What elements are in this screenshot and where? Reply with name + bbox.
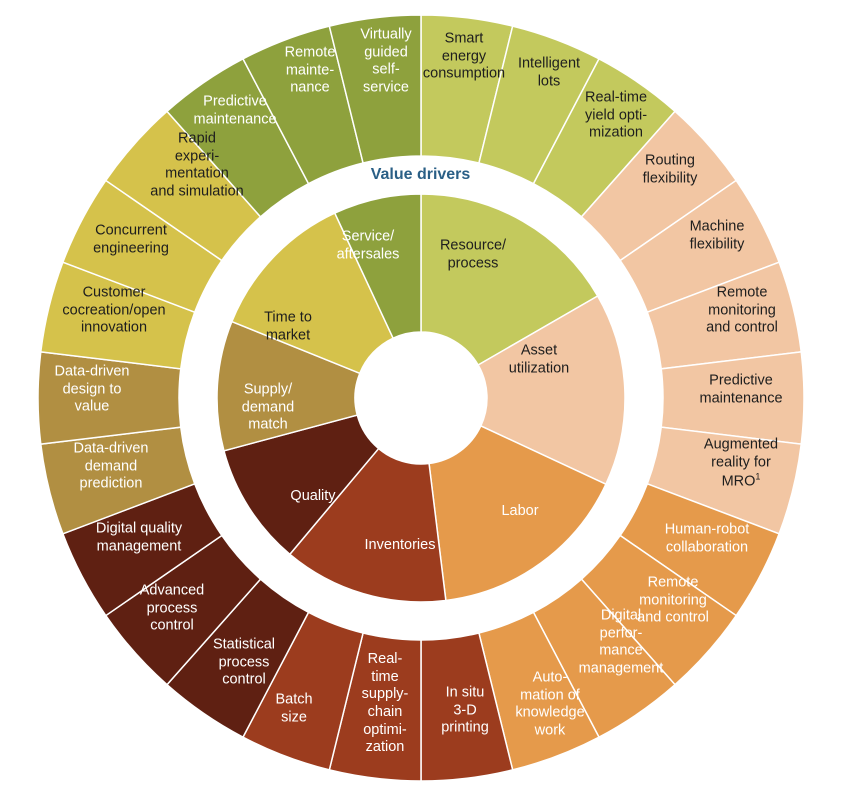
outer-label-digital-quality-management: Digital quality management bbox=[96, 520, 182, 555]
outer-label-remote-mainte-nance: Remote mainte- nance bbox=[285, 44, 336, 97]
outer-label-rapid-experi-mentation-and-simulation: Rapid experi- mentation and simulation bbox=[150, 131, 244, 202]
inner-label-supply: Supply/ demand match bbox=[242, 381, 294, 434]
outer-label-digital-perfor-mance-management: Digital perfor- mance management bbox=[579, 608, 664, 679]
inner-label-resource: Resource/ process bbox=[440, 237, 506, 272]
outer-label-real-time-supply-chain-optimi-zation: Real- time supply- chain optimi- zation bbox=[362, 651, 409, 757]
outer-label-remote-monitoring-and-control: Remote monitoring and control bbox=[637, 574, 709, 627]
outer-label-advanced-process-control-text: Advanced process control bbox=[139, 582, 205, 634]
inner-label-service-text: Service/ aftersales bbox=[336, 228, 400, 262]
outer-label-auto-mation-of-knowledge-work: Auto- mation of knowledge work bbox=[515, 670, 584, 741]
outer-label-intelligent-lots: Intelligent lots bbox=[518, 55, 580, 90]
inner-label-inventories-text: Inventories bbox=[364, 537, 436, 554]
inner-label-labor-text: Labor bbox=[501, 503, 539, 520]
outer-label-batch-size: Batch size bbox=[275, 691, 312, 726]
outer-label-routing-flexibility-text: Routing flexibility bbox=[642, 152, 698, 186]
outer-label-machine-flexibility: Machine flexibility bbox=[690, 218, 745, 253]
outer-label-augmented-reality-for-mro: Augmented reality for MRO1 bbox=[704, 437, 778, 492]
inner-label-quality: Quality bbox=[290, 488, 335, 506]
inner-label-inventories: Inventories bbox=[365, 537, 436, 555]
outer-label-predictive-maintenance: Predictive maintenance bbox=[699, 372, 782, 407]
outer-segment-virtually-guided-self-service bbox=[328, 14, 422, 164]
inner-label-labor: Labor bbox=[501, 503, 538, 521]
inner-label-quality-text: Quality bbox=[290, 488, 336, 505]
inner-label-service: Service/ aftersales bbox=[337, 228, 400, 263]
outer-label-smart-energy-consumption-text: Smart energy consumption bbox=[422, 30, 506, 82]
inner-label-resource-text: Resource/ process bbox=[439, 237, 507, 271]
outer-label-smart-energy-consumption: Smart energy consumption bbox=[423, 30, 505, 83]
outer-label-routing-flexibility: Routing flexibility bbox=[643, 152, 698, 187]
outer-label-augmented-reality-for-mro-text: Augmented reality for MRO bbox=[703, 436, 779, 490]
outer-label-data-driven-design-to-value: Data-driven design to value bbox=[55, 363, 130, 416]
inner-label-supply-text: Supply/ demand match bbox=[241, 381, 295, 433]
outer-label-intelligent-lots-text: Intelligent lots bbox=[517, 55, 581, 89]
outer-label-advanced-process-control: Advanced process control bbox=[140, 582, 205, 635]
outer-label-in-situ-3-d-printing-text: In situ 3-D printing bbox=[441, 684, 489, 736]
outer-label-predictive-maintenance: Predictive maintenance bbox=[193, 93, 276, 128]
outer-label-customer-cocreation-open-innovation-text: Customer cocreation/open innovation bbox=[62, 284, 166, 336]
outer-label-concurrent-engineering: Concurrent engineering bbox=[93, 222, 169, 257]
outer-label-human-robot-collaboration-text: Human-robot collaboration bbox=[664, 521, 750, 555]
outer-label-predictive-maintenance-text: Predictive maintenance bbox=[193, 93, 277, 127]
outer-label-remote-mainte-nance-text: Remote mainte- nance bbox=[284, 44, 336, 96]
inner-segment-labor bbox=[428, 424, 607, 602]
outer-label-customer-cocreation-open-innovation: Customer cocreation/open innovation bbox=[62, 284, 165, 337]
outer-label-real-time-supply-chain-optimi-zation-text: Real- time supply- chain optimi- zation bbox=[361, 650, 409, 756]
inner-label-time-text: Time to market bbox=[264, 309, 312, 343]
inner-segment-inventories bbox=[288, 447, 447, 603]
outer-label-remote-monitoring-and-control: Remote monitoring and control bbox=[706, 284, 778, 337]
outer-label-real-time-yield-opti-mization-text: Real-time yield opti- mization bbox=[584, 89, 648, 141]
outer-label-human-robot-collaboration: Human-robot collaboration bbox=[665, 521, 750, 556]
inner-ring bbox=[216, 193, 626, 603]
value-drivers-title: Value drivers bbox=[370, 166, 471, 183]
outer-label-remote-monitoring-and-control-text: Remote monitoring and control bbox=[637, 574, 709, 626]
outer-label-real-time-yield-opti-mization: Real-time yield opti- mization bbox=[585, 89, 647, 142]
inner-label-asset: Asset utilization bbox=[509, 342, 569, 377]
outer-label-statistical-process-control-text: Statistical process control bbox=[212, 636, 276, 688]
outer-label-augmented-reality-for-mro-footnote: 1 bbox=[755, 471, 761, 482]
outer-label-data-driven-demand-prediction-text: Data-driven demand prediction bbox=[73, 440, 149, 492]
outer-label-remote-monitoring-and-control-text: Remote monitoring and control bbox=[706, 284, 778, 336]
inner-segment-resource bbox=[420, 193, 599, 367]
outer-label-statistical-process-control: Statistical process control bbox=[213, 636, 275, 689]
inner-segment-service bbox=[333, 193, 422, 340]
outer-label-digital-perfor-mance-management-text: Digital perfor- mance management bbox=[578, 607, 664, 677]
outer-label-virtually-guided-self-service: Virtually guided self- service bbox=[360, 27, 411, 98]
outer-label-data-driven-demand-prediction: Data-driven demand prediction bbox=[74, 440, 149, 493]
outer-label-predictive-maintenance-text: Predictive maintenance bbox=[699, 372, 783, 406]
outer-label-machine-flexibility-text: Machine flexibility bbox=[689, 218, 745, 252]
inner-segment-quality bbox=[223, 414, 380, 556]
inner-label-asset-text: Asset utilization bbox=[508, 342, 570, 376]
outer-label-data-driven-design-to-value-text: Data-driven design to value bbox=[54, 363, 130, 415]
outer-label-rapid-experi-mentation-and-simulation-text: Rapid experi- mentation and simulation bbox=[150, 130, 244, 200]
outer-label-concurrent-engineering-text: Concurrent engineering bbox=[93, 222, 169, 256]
outer-label-in-situ-3-d-printing: In situ 3-D printing bbox=[441, 684, 489, 737]
inner-segment-supply bbox=[216, 320, 361, 452]
inner-segment-asset bbox=[477, 294, 626, 486]
inner-label-time: Time to market bbox=[264, 309, 312, 344]
outer-ring bbox=[37, 14, 805, 782]
outer-label-batch-size-text: Batch size bbox=[275, 691, 313, 725]
outer-label-digital-quality-management-text: Digital quality management bbox=[95, 520, 183, 554]
outer-label-auto-mation-of-knowledge-work-text: Auto- mation of knowledge work bbox=[515, 669, 585, 739]
outer-label-virtually-guided-self-service-text: Virtually guided self- service bbox=[360, 26, 412, 96]
